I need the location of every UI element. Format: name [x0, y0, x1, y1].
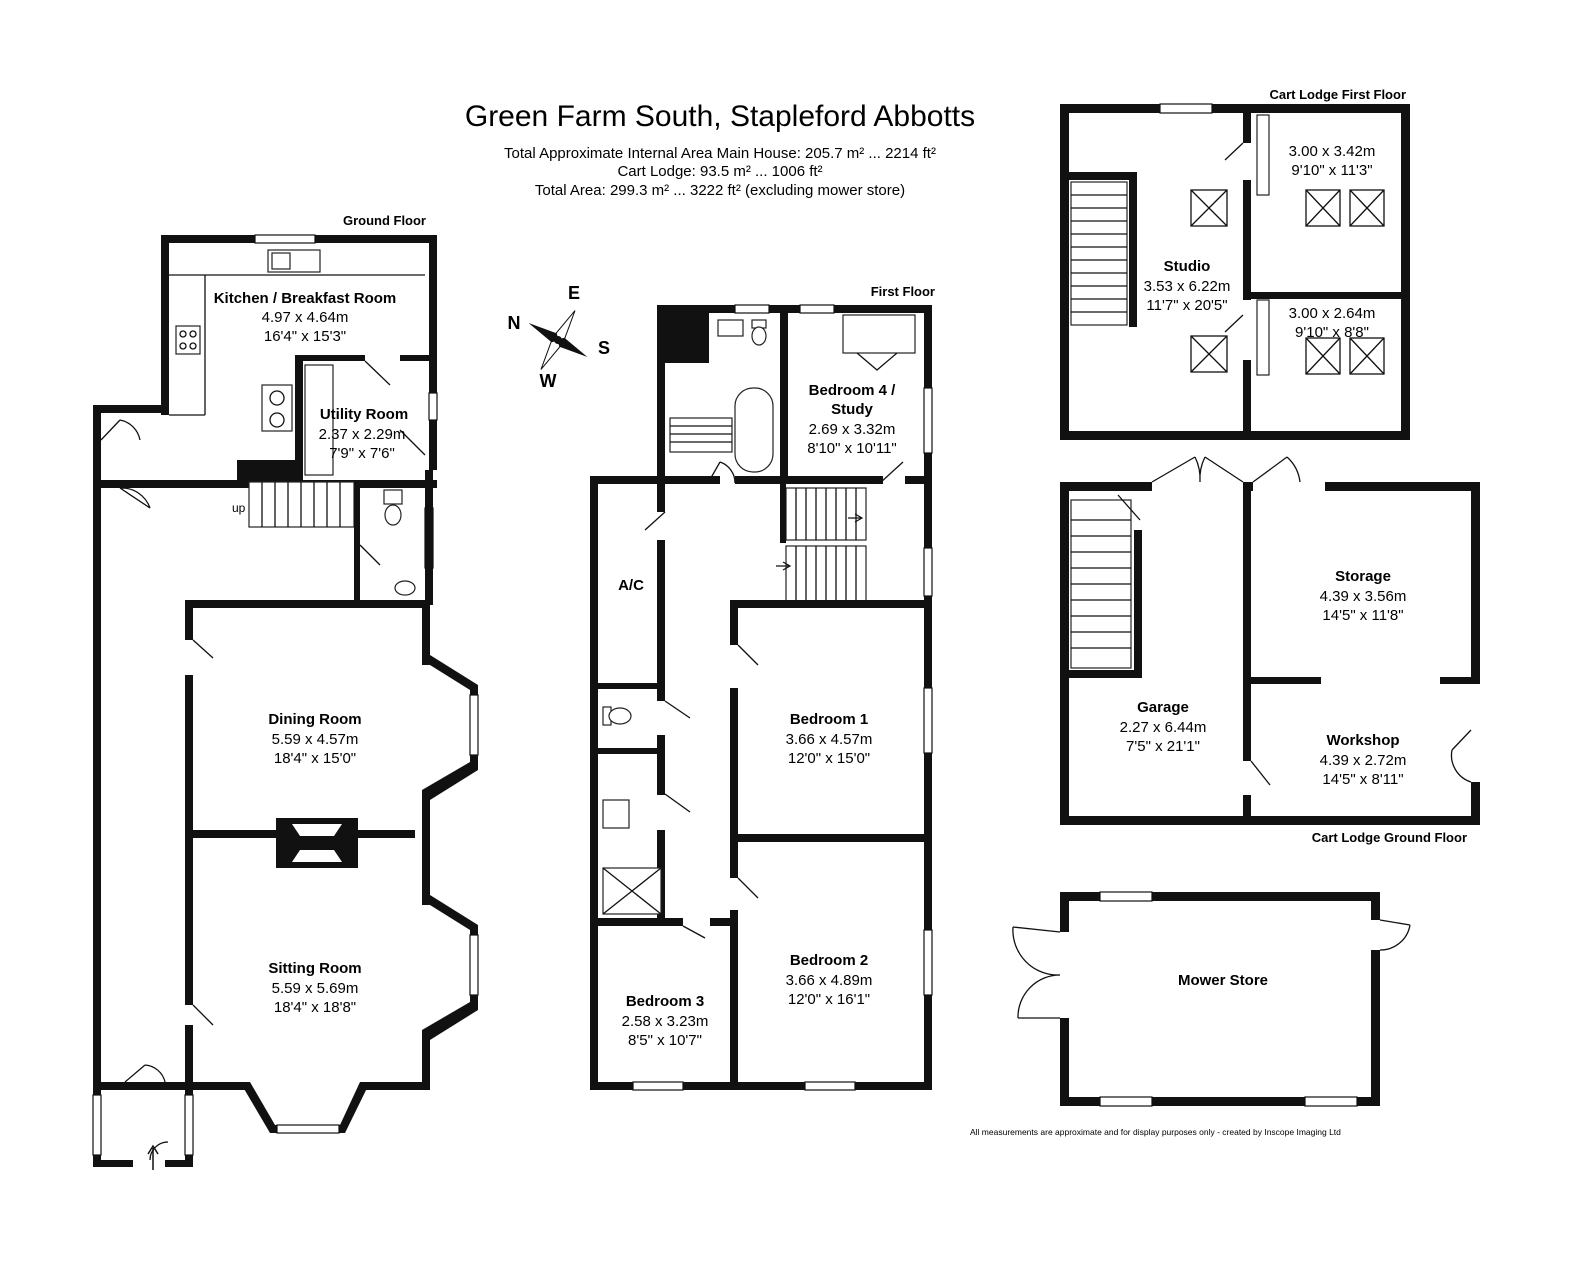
stairs-up-label: up	[232, 501, 246, 515]
garage-name: Garage	[1137, 699, 1189, 716]
garage-metric: 2.27 x 6.44m	[1120, 719, 1207, 736]
compass-s: S	[598, 338, 610, 358]
dining-metric: 5.59 x 4.57m	[272, 731, 359, 748]
ground-floor-plan: Ground Floor	[92, 213, 479, 1170]
studio-name: Studio	[1164, 258, 1211, 275]
sitting-imperial: 18'4" x 18'8"	[274, 999, 356, 1016]
workshop-metric: 4.39 x 2.72m	[1320, 752, 1407, 769]
ac-label: A/C	[618, 577, 644, 594]
bed4-imperial: 8'10" x 10'11"	[807, 440, 897, 457]
area-total: Total Area: 299.3 m² ... 3222 ft² (exclu…	[535, 182, 905, 199]
page-title: Green Farm South, Stapleford Abbotts	[465, 100, 975, 133]
cart-lodge-first-label: Cart Lodge First Floor	[1270, 87, 1407, 102]
bed1-metric: 3.66 x 4.57m	[786, 731, 873, 748]
cart-lodge-ground-floor-plan: Storage 4.39 x 3.56m 14'5" x 11'8" Garag…	[1060, 456, 1480, 845]
utility-name: Utility Room	[320, 406, 408, 423]
bed4-name-2: Study	[831, 401, 873, 418]
kitchen-imperial: 16'4" x 15'3"	[264, 328, 346, 345]
dining-name: Dining Room	[268, 711, 361, 728]
bed2-name: Bedroom 2	[790, 952, 868, 969]
sitting-metric: 5.59 x 5.69m	[272, 980, 359, 997]
compass-w: W	[540, 371, 557, 391]
storage-name: Storage	[1335, 568, 1391, 585]
area-main-house: Total Approximate Internal Area Main Hou…	[504, 145, 936, 162]
studio-metric: 3.53 x 6.22m	[1144, 278, 1231, 295]
bed2-metric: 3.66 x 4.89m	[786, 972, 873, 989]
kitchen-metric: 4.97 x 4.64m	[262, 309, 349, 326]
utility-imperial: 7'9" x 7'6"	[329, 445, 395, 462]
bed3-name: Bedroom 3	[626, 993, 704, 1010]
room-b-metric: 3.00 x 2.64m	[1289, 305, 1376, 322]
footer-disclaimer: All measurements are approximate and for…	[970, 1127, 1341, 1137]
sitting-name: Sitting Room	[268, 960, 361, 977]
garage-imperial: 7'5" x 21'1"	[1126, 738, 1200, 755]
bed1-imperial: 12'0" x 15'0"	[788, 750, 870, 767]
utility-metric: 2.37 x 2.29m	[319, 426, 406, 443]
cart-lodge-first-floor-plan: Cart Lodge First Floor Studio 3.53 x 6.2…	[1060, 87, 1410, 440]
compass-rose-icon	[528, 310, 588, 370]
kitchen-name: Kitchen / Breakfast Room	[214, 290, 397, 307]
room-b-imperial: 9'10" x 8'8"	[1295, 324, 1369, 341]
ground-floor-label: Ground Floor	[343, 213, 426, 228]
studio-imperial: 11'7" x 20'5"	[1146, 297, 1227, 314]
bed2-imperial: 12'0" x 16'1"	[788, 991, 870, 1008]
area-cart-lodge: Cart Lodge: 93.5 m² ... 1006 ft²	[617, 163, 822, 180]
workshop-name: Workshop	[1326, 732, 1399, 749]
cart-lodge-ground-label: Cart Lodge Ground Floor	[1312, 830, 1467, 845]
storage-metric: 4.39 x 3.56m	[1320, 588, 1407, 605]
bed1-name: Bedroom 1	[790, 711, 868, 728]
bed4-metric: 2.69 x 3.32m	[809, 421, 896, 438]
workshop-imperial: 14'5" x 8'11"	[1322, 771, 1403, 788]
header: Green Farm South, Stapleford Abbotts Tot…	[465, 100, 975, 199]
bed3-metric: 2.58 x 3.23m	[622, 1013, 709, 1030]
bed3-imperial: 8'5" x 10'7"	[628, 1032, 702, 1049]
dining-imperial: 18'4" x 15'0"	[274, 750, 356, 767]
bed4-name-1: Bedroom 4 /	[809, 382, 897, 399]
first-floor-label: First Floor	[871, 284, 935, 299]
mower-store-name: Mower Store	[1178, 972, 1268, 989]
mower-store-plan: Mower Store	[1012, 891, 1411, 1107]
first-floor-stairs	[776, 483, 867, 602]
ground-stairs: up	[232, 481, 355, 528]
storage-imperial: 14'5" x 11'8"	[1322, 607, 1403, 624]
room-a-imperial: 9'10" x 11'3"	[1291, 162, 1372, 179]
first-floor-plan: First Floor	[590, 284, 935, 1091]
compass-e: E	[568, 283, 580, 303]
compass-n: N	[508, 313, 521, 333]
room-a-metric: 3.00 x 3.42m	[1289, 143, 1376, 160]
